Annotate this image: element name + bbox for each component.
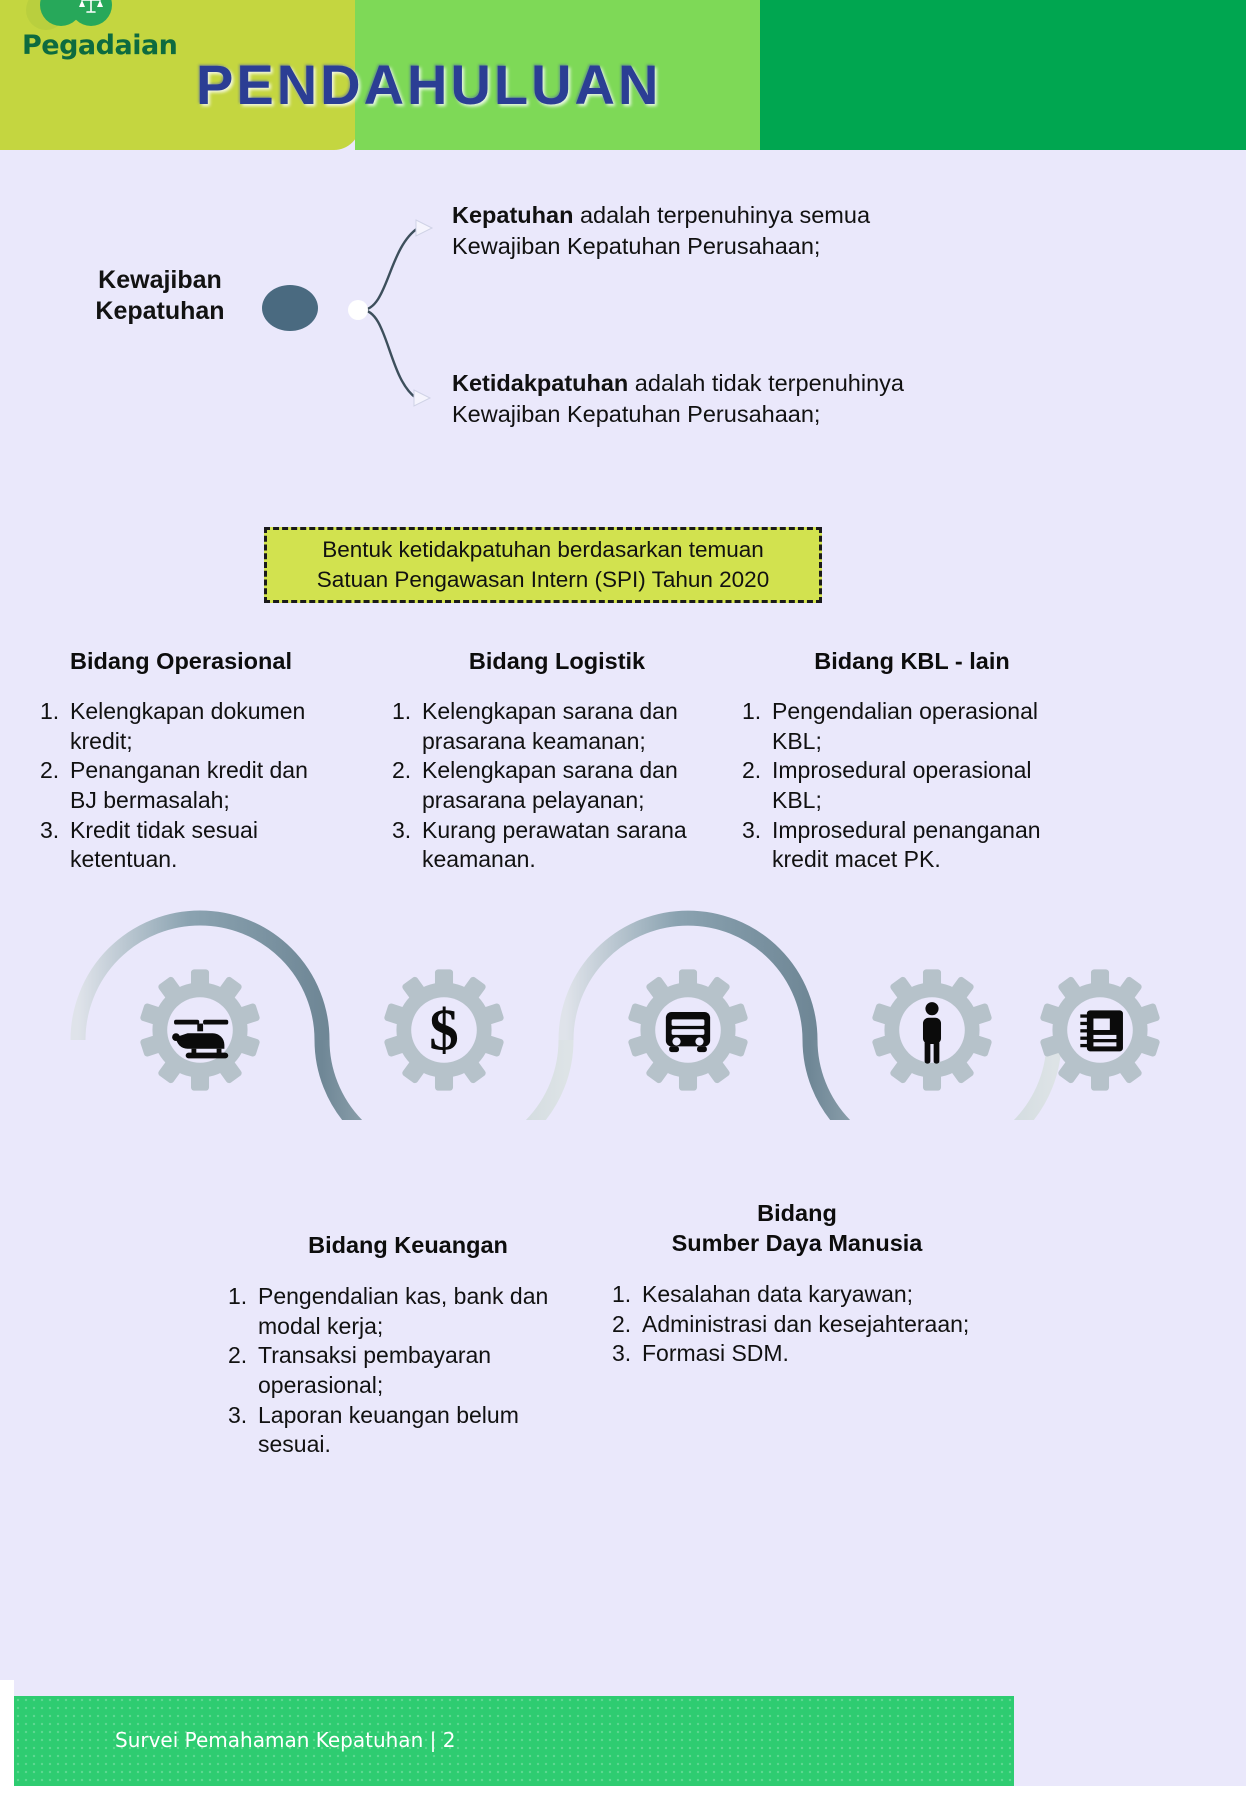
logo-circles xyxy=(26,0,140,44)
column-bidang-sdm: Bidang Sumber Daya Manusia Kesalahan dat… xyxy=(612,1198,982,1369)
list-item: Kelengkapan dokumen kredit; xyxy=(40,697,306,754)
column-list-logistik: Kelengkapan sarana dan prasarana keamana… xyxy=(392,697,722,875)
gear-helicopter xyxy=(139,969,261,1091)
column-bidang-operasional: Bidang Operasional Kelengkapan dokumen k… xyxy=(36,648,326,875)
footer-white-strip xyxy=(0,1786,1246,1800)
list-item: Formasi SDM. xyxy=(612,1339,789,1368)
svg-text:$: $ xyxy=(429,997,459,1063)
list-item: Transaksi pembayaran operasional; xyxy=(228,1341,492,1399)
list-item: Kurang perawatan sarana keamanan. xyxy=(392,816,687,873)
column-bidang-kbl: Bidang KBL - lain Pengendalian operasion… xyxy=(742,648,1082,875)
node-label-line-2: Kepatuhan xyxy=(95,297,225,326)
gear-person xyxy=(871,969,993,1091)
diagram-node-ellipse xyxy=(262,285,318,331)
gear-dollar: $ xyxy=(383,969,505,1091)
gear-truck xyxy=(627,969,749,1091)
column-title-logistik: Bidang Logistik xyxy=(468,648,646,674)
definition-ketidakpatuhan-term: Ketidakpatuhan xyxy=(452,370,629,396)
footer-band xyxy=(14,1696,1014,1786)
definition-diagram: Kewajiban Kepatuhan Kepatuhan adalah ter… xyxy=(0,150,1246,510)
header-green-mid-panel xyxy=(355,0,775,150)
column-title-operasional: Bidang Operasional xyxy=(70,648,292,674)
spi-callout-text: Bentuk ketidakpatuhan berdasarkan temuan… xyxy=(317,535,769,596)
footer-label: Survei Pemahaman Kepatuhan | 2 xyxy=(115,1728,456,1752)
column-title-sdm-line-2: Sumber Daya Manusia xyxy=(671,1230,923,1257)
list-item: Pengendalian operasional KBL; xyxy=(742,697,1038,754)
column-list-sdm: Kesalahan data karyawan; Administrasi da… xyxy=(612,1280,982,1369)
column-list-kbl: Pengendalian operasional KBL; Improsedur… xyxy=(742,697,1082,875)
list-item: Kelengkapan sarana dan prasarana pelayan… xyxy=(392,756,678,813)
definition-kepatuhan: Kepatuhan adalah terpenuhinya semua Kewa… xyxy=(452,200,922,261)
definition-kepatuhan-term: Kepatuhan xyxy=(452,202,574,228)
gear-chain-svg: $ xyxy=(70,910,1161,1170)
gear-chain-graphic: $ xyxy=(0,900,1246,1170)
spi-callout-line-1: Bentuk ketidakpatuhan berdasarkan temuan xyxy=(322,536,764,562)
list-item: Improsedural operasional KBL; xyxy=(742,756,1032,813)
definition-kepatuhan-body: adalah terpenuhinya semua Kewajiban Kepa… xyxy=(452,202,871,259)
column-title-sdm: Bidang Sumber Daya Manusia xyxy=(612,1198,982,1258)
column-bidang-logistik: Bidang Logistik Kelengkapan sarana dan p… xyxy=(392,648,722,875)
header-green-dark-panel xyxy=(760,0,1246,150)
list-item: Kesalahan data karyawan; xyxy=(612,1280,914,1309)
column-list-keuangan: Pengendalian kas, bank dan modal kerja; … xyxy=(228,1282,588,1460)
footer-left-strip xyxy=(0,1680,14,1800)
definition-ketidakpatuhan-body: adalah tidak terpenuhinya Kewajiban Kepa… xyxy=(452,370,904,427)
column-title-kbl: Bidang KBL - lain xyxy=(814,648,1010,674)
column-bidang-keuangan: Bidang Keuangan Pengendalian kas, bank d… xyxy=(228,1230,588,1460)
gear-book xyxy=(1039,969,1161,1091)
list-item: Improsedural penanganan kredit macet PK. xyxy=(742,816,1041,873)
spi-callout-box: Bentuk ketidakpatuhan berdasarkan temuan… xyxy=(264,527,822,603)
list-item: Penanganan kredit dan BJ bermasalah; xyxy=(40,756,308,813)
diagram-node-label: Kewajiban Kepatuhan xyxy=(60,265,260,328)
pegadaian-logo: Pegadaian xyxy=(22,0,222,70)
list-item: Pengendalian kas, bank dan modal kerja; xyxy=(228,1282,549,1339)
balance-scale-icon xyxy=(70,0,112,26)
diagram-branch-connectors xyxy=(348,219,434,407)
column-title-keuangan: Bidang Keuangan xyxy=(308,1232,508,1258)
brand-name: Pegadaian xyxy=(22,30,178,61)
column-list-operasional: Kelengkapan dokumen kredit; Penanganan k… xyxy=(40,697,326,875)
column-title-sdm-line-1: Bidang xyxy=(757,1200,837,1226)
list-item: Kredit tidak sesuai ketentuan. xyxy=(40,816,258,873)
list-item: Administrasi dan kesejahteraan; xyxy=(612,1310,970,1339)
page-header: Pegadaian PENDAHULUAN xyxy=(0,0,1246,150)
definition-ketidakpatuhan: Ketidakpatuhan adalah tidak terpenuhinya… xyxy=(452,368,952,429)
list-item: Laporan keuangan belum sesuai. xyxy=(228,1401,519,1458)
page-title: PENDAHULUAN xyxy=(196,53,662,116)
spi-callout-line-2: Satuan Pengawasan Intern (SPI) Tahun 202… xyxy=(316,567,770,592)
list-item: Kelengkapan sarana dan prasarana keamana… xyxy=(392,697,678,754)
node-label-line-1: Kewajiban xyxy=(98,266,222,294)
